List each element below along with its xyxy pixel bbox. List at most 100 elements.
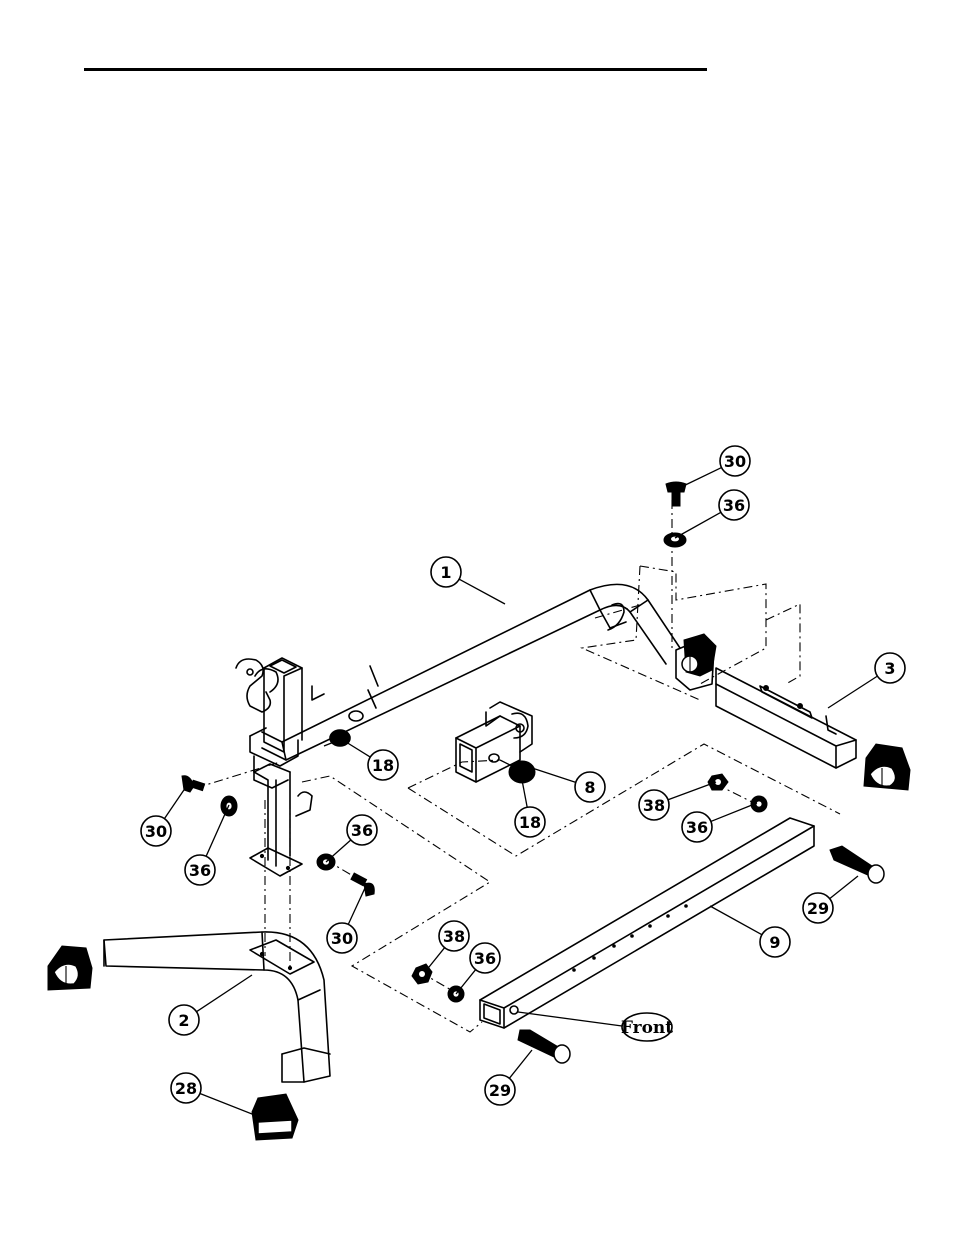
- callout-c38a: 38: [638, 781, 717, 821]
- main-frame-part-1: [261, 583, 681, 761]
- callout-number: 28: [175, 1079, 197, 1098]
- callout-number: 18: [519, 813, 541, 832]
- washer-part-36-left: [220, 795, 238, 817]
- callout-circle: [759, 926, 791, 958]
- callout-leader: [827, 675, 878, 709]
- callout-number: 30: [145, 822, 167, 841]
- callout-number: 8: [584, 778, 595, 797]
- callout-circle: [638, 789, 670, 821]
- callout-circle: [718, 489, 750, 521]
- callout-number: 18: [372, 756, 394, 775]
- assembly-guide-lines: [195, 500, 841, 1033]
- callout-circle: [438, 920, 470, 952]
- callout-number: 29: [807, 899, 829, 918]
- washer-part-36-right: [750, 795, 768, 813]
- callout-c30a: 30: [674, 445, 751, 491]
- callout-c36a: 36: [674, 489, 750, 539]
- callout-number: 30: [724, 452, 746, 471]
- callout-leader: [829, 875, 859, 900]
- front-label-text: Front: [621, 1018, 673, 1038]
- callout-leader: [521, 779, 528, 808]
- header-rule: [84, 68, 707, 71]
- callout-leader: [345, 741, 371, 758]
- callout-circle: [514, 806, 546, 838]
- callout-circle: [326, 922, 358, 954]
- callout-c18a: 18: [345, 741, 399, 781]
- bolt-part-29-right: [829, 845, 885, 884]
- callout-c9: 9: [709, 905, 791, 958]
- callout-leader: [710, 802, 758, 823]
- slider-bracket-part-8: [455, 701, 533, 783]
- callout-leader: [347, 887, 366, 925]
- callout-number: 38: [643, 796, 665, 815]
- bolt-part-30-top: [665, 481, 687, 507]
- callout-c3: 3: [827, 652, 906, 709]
- knob-part-18-lower: [499, 759, 536, 784]
- callout-c29b: 29: [484, 1049, 533, 1106]
- part-callouts: 30 36 1 3 18 8 18 38 36 30 36 36 30 29 9 38 36 2 29 28: [140, 445, 906, 1119]
- callout-leader: [163, 783, 189, 819]
- foot-cap-left: [47, 945, 93, 991]
- callout-number: 36: [723, 496, 745, 515]
- callout-number: 36: [686, 818, 708, 837]
- callout-circle: [170, 1072, 202, 1104]
- base-frame-part-2: [103, 931, 331, 1083]
- callout-number: 2: [178, 1011, 189, 1030]
- front-label: Front: [517, 1011, 673, 1042]
- foot-cap-part-28: [251, 1093, 299, 1141]
- callout-circle: [367, 749, 399, 781]
- callout-c28: 28: [170, 1072, 263, 1119]
- callout-leader: [667, 781, 717, 801]
- callout-number: 38: [443, 927, 465, 946]
- foot-cap-right: [863, 743, 911, 791]
- callout-c1: 1: [430, 556, 506, 605]
- knob-part-18-upper: [323, 729, 350, 747]
- callout-c18b: 18: [514, 779, 546, 838]
- callout-leader: [508, 1049, 533, 1079]
- callout-c2: 2: [168, 974, 253, 1036]
- callout-c30c: 30: [326, 887, 366, 954]
- callout-leader: [199, 1092, 263, 1119]
- callout-circle: [430, 556, 462, 588]
- callout-leader: [674, 466, 722, 491]
- nut-part-38-right: [707, 773, 729, 791]
- callout-circle: [184, 854, 216, 886]
- callout-c30b: 30: [140, 783, 189, 847]
- callout-c29a: 29: [802, 875, 859, 924]
- callout-leader: [458, 578, 506, 605]
- callout-c38b: 38: [424, 920, 470, 973]
- callout-number: 1: [440, 563, 451, 582]
- front-tube-part-9: [479, 817, 815, 1029]
- callout-circle: [140, 815, 172, 847]
- bolt-part-30-left: [181, 775, 206, 793]
- callout-circle: [874, 652, 906, 684]
- bolt-part-30-middle: [350, 872, 375, 897]
- callout-circle: [484, 1074, 516, 1106]
- callout-number: 36: [351, 821, 373, 840]
- callout-c36c: 36: [184, 804, 230, 886]
- callout-leader: [424, 947, 446, 973]
- callout-leader: [205, 804, 230, 857]
- callout-leader: [325, 839, 352, 863]
- callout-number: 9: [769, 933, 780, 952]
- callout-leader: [674, 511, 722, 539]
- callout-c8: 8: [525, 765, 606, 803]
- rear-bracket-part-3: [675, 633, 857, 769]
- callout-leader: [525, 765, 576, 783]
- callout-number: 3: [884, 659, 895, 678]
- callout-circle: [346, 814, 378, 846]
- callout-circle: [681, 811, 713, 843]
- callout-circle: [574, 771, 606, 803]
- callout-number: 36: [474, 949, 496, 968]
- callout-leader: [455, 969, 477, 995]
- callout-circle: [719, 445, 751, 477]
- callout-leader: [196, 974, 253, 1013]
- callout-circle: [469, 942, 501, 974]
- callout-number: 29: [489, 1081, 511, 1100]
- callout-c36b: 36: [681, 802, 758, 843]
- callout-c36e: 36: [455, 942, 501, 995]
- callout-leader: [709, 905, 763, 936]
- callout-circle: [168, 1004, 200, 1036]
